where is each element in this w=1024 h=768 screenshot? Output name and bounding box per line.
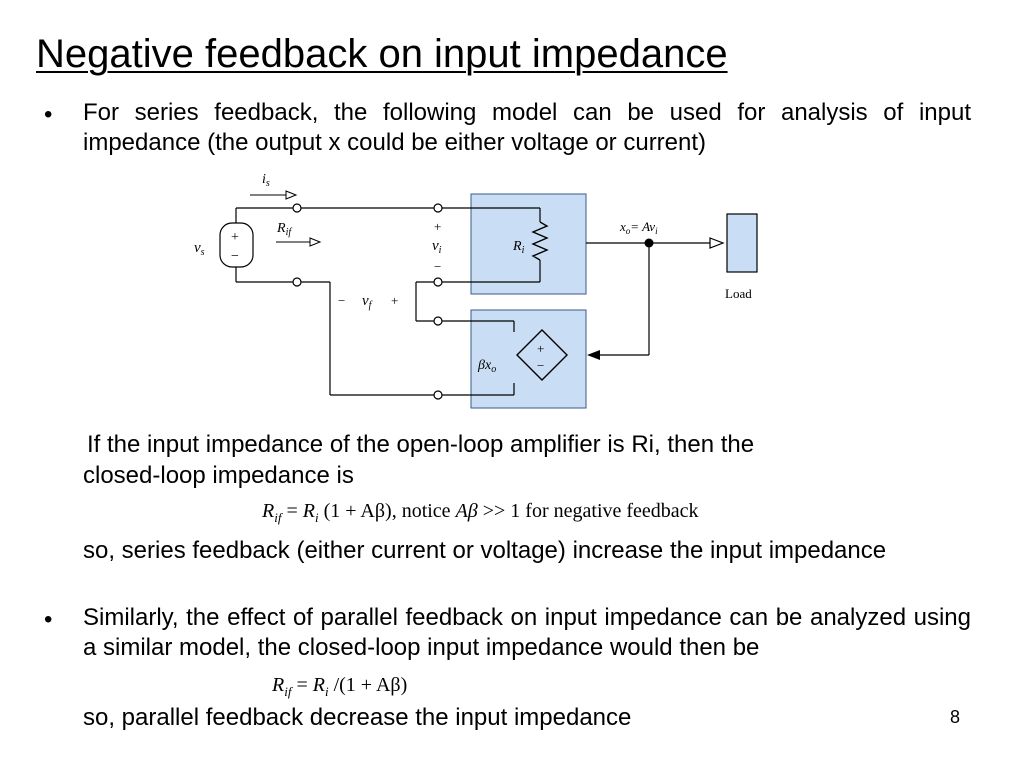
- page-title: Negative feedback on input impedance: [36, 32, 728, 76]
- svg-text:+: +: [537, 341, 544, 356]
- bullet-series-feedback: For series feedback, the following model…: [83, 99, 971, 156]
- label-vf: vf: [362, 293, 373, 311]
- bullet-parallel-feedback: Similarly, the effect of parallel feedba…: [83, 604, 971, 661]
- ri-statement-line1: If the input impedance of the open-loop …: [87, 431, 755, 458]
- resistor-ri: [531, 221, 549, 261]
- label-ri: Ri: [512, 239, 525, 256]
- bullet-marker: •: [44, 101, 53, 128]
- source-minus: −: [231, 249, 239, 264]
- label-rif: Rif: [276, 221, 292, 238]
- label-vs: vs: [194, 240, 205, 258]
- label-vi-minus: −: [434, 259, 441, 274]
- formula-series: Rif = Ri (1 + Aβ), notice Aβ >> 1 for ne…: [262, 500, 699, 525]
- parallel-conclusion: so, parallel feedback decrease the input…: [83, 704, 632, 731]
- source-plus: +: [231, 230, 239, 245]
- ri-statement-line2: closed-loop impedance is: [83, 462, 354, 489]
- dependent-source: [516, 329, 568, 381]
- label-vi: vi: [432, 238, 442, 256]
- label-vi-plus: +: [434, 219, 441, 234]
- page-number: 8: [950, 707, 961, 727]
- label-load: Load: [725, 286, 752, 301]
- feedback-circuit-diagram: + − + − is vs Rif + vi − − vf + Ri xo= A…: [194, 172, 758, 409]
- load-box: [726, 213, 758, 273]
- bullet-marker: •: [44, 606, 53, 633]
- label-xo: xo= Avi: [619, 219, 658, 236]
- amplifier-box: [470, 193, 587, 295]
- svg-text:−: −: [537, 358, 544, 373]
- label-vf-minus: −: [338, 293, 345, 308]
- formula-parallel: Rif = Ri /(1 + Aβ): [272, 674, 408, 699]
- label-vf-plus: +: [391, 293, 398, 308]
- label-beta-xo: βxo: [477, 358, 496, 375]
- label-is: is: [262, 172, 270, 189]
- series-conclusion: so, series feedback (either current or v…: [83, 537, 887, 564]
